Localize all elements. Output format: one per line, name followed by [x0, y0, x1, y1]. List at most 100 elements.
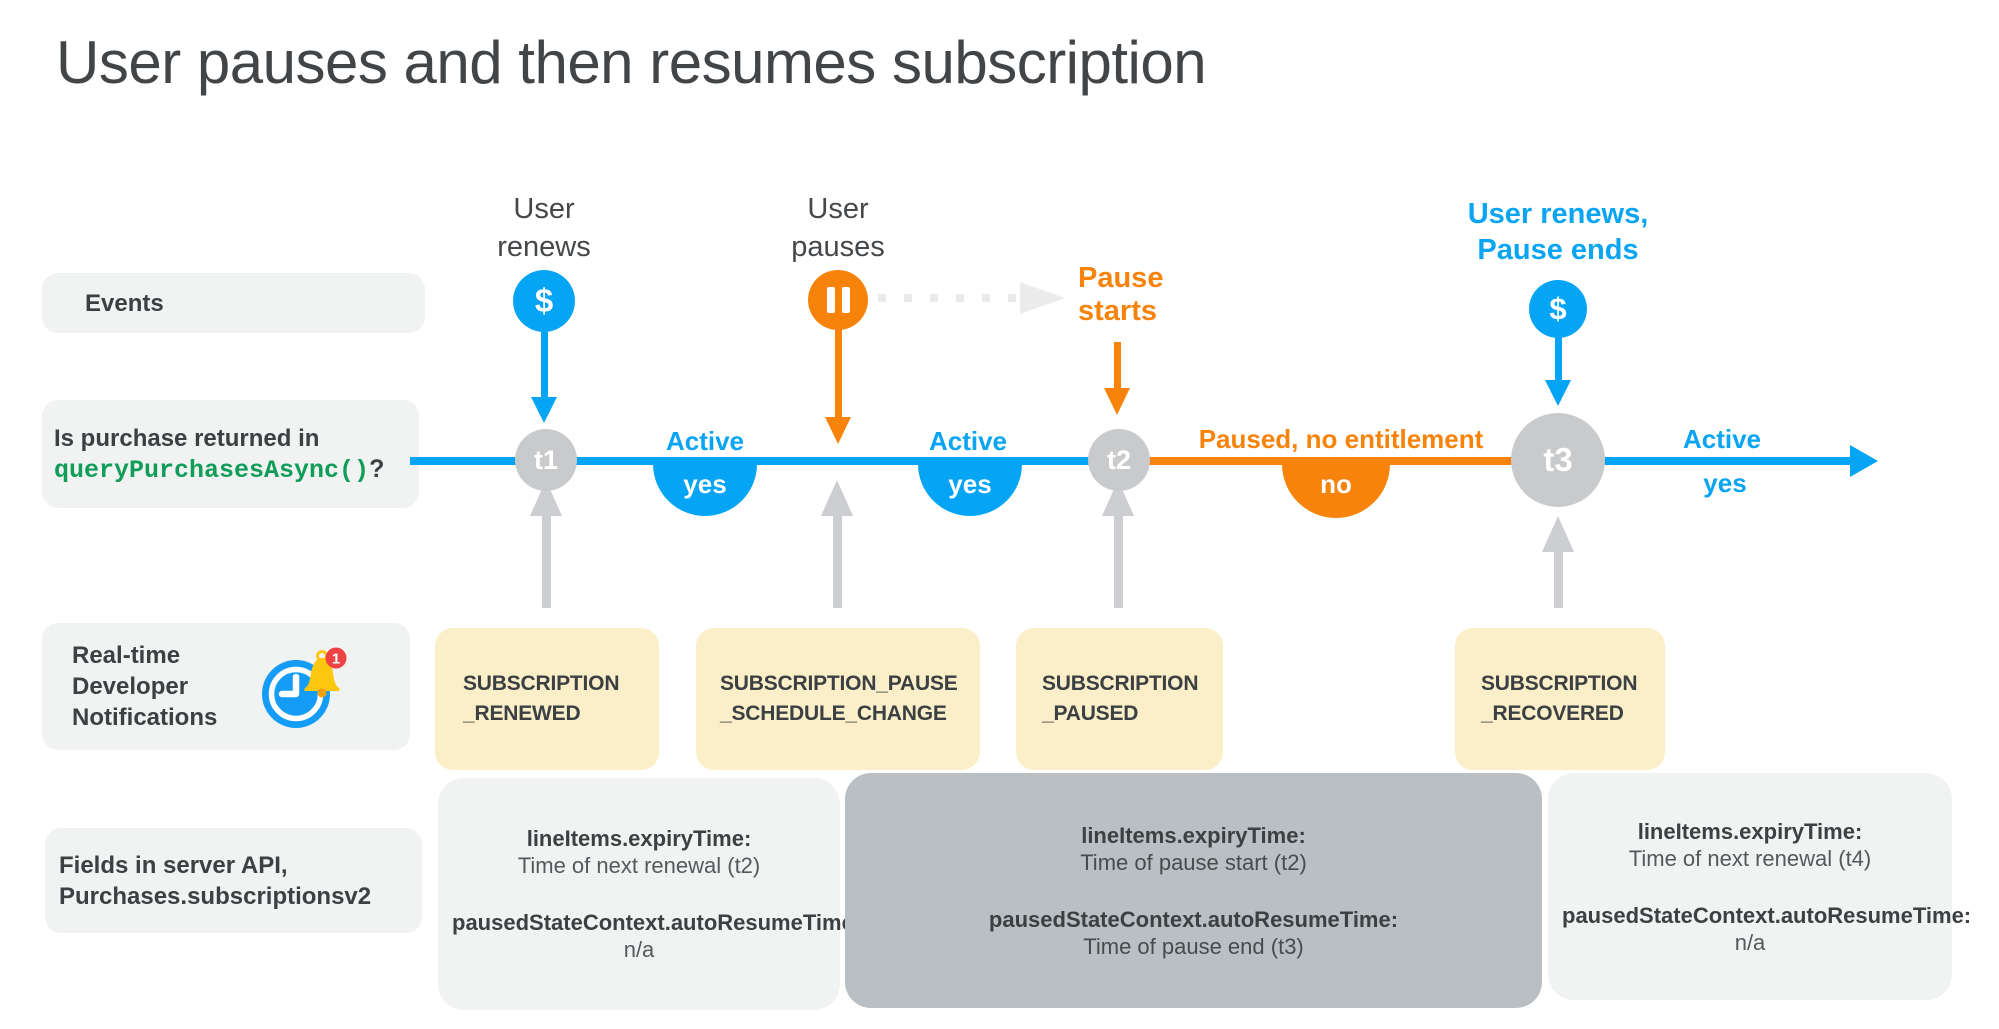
events-label: Events [85, 289, 164, 317]
rtdn-box3-line1: SUBSCRIPTION [1042, 672, 1199, 695]
purchase-question-line1: Is purchase returned in [54, 424, 320, 452]
api-box3-field1: lineItems.expiryTime: [1637, 818, 1863, 844]
rtdn-line1: Real-time [72, 642, 181, 669]
timeline-segment-active-2 [1559, 457, 1852, 465]
rtdn-box-subscription-paused: SUBSCRIPTION _PAUSED [1016, 628, 1223, 770]
timeline-node-t3: t3 [1511, 413, 1605, 507]
timeline-segment-paused [1119, 457, 1559, 465]
rtdn-arrow-3-shaft [1114, 514, 1123, 608]
state-active-2-yes: yes [918, 464, 1022, 516]
api-box2-value1: Time of pause start (t2) [1080, 849, 1307, 875]
api-box2-stanza1: lineItems.expiryTime: Time of pause star… [865, 822, 1522, 876]
page-title: User pauses and then resumes subscriptio… [56, 29, 1207, 96]
api-box2-field1: lineItems.expiryTime: [1081, 822, 1306, 848]
pause-bar-right [841, 287, 850, 313]
pause-arrow-head-icon [825, 417, 851, 444]
pause-starts-line1: Pause [1078, 262, 1164, 294]
rtdn-line3: Notifications [72, 704, 218, 731]
pause-deferral-dotted-line [878, 294, 1016, 302]
state-active-3-yes: yes [1703, 468, 1747, 498]
state-active-2-label: Active [928, 426, 1008, 456]
query-purchases-async-code: queryPurchasesAsync() [54, 455, 370, 485]
timeline-node-t2: t2 [1088, 429, 1150, 491]
rtdn-arrow-4-head-icon [1542, 516, 1574, 552]
user-renews-label: User renews [444, 190, 644, 266]
renew2-line1: User renews, [1467, 198, 1649, 230]
row-label-server-api-fields: Fields in server API, Purchases.subscrip… [45, 828, 422, 933]
rtdn-box-pause-schedule-change: SUBSCRIPTION_PAUSE _SCHEDULE_CHANGE [696, 628, 980, 770]
state-paused-label: Paused, no entitlement [1198, 424, 1484, 454]
rtdn-box-subscription-recovered: SUBSCRIPTION _RECOVERED [1455, 628, 1665, 770]
timeline-segment-active-1 [410, 457, 1119, 465]
fields-line2: Purchases.subscriptionsv2 [59, 882, 372, 910]
rtdn-arrow-4-shaft [1554, 550, 1563, 608]
user-pauses-label: User pauses [738, 190, 938, 266]
api-box1-stanza2: pausedStateContext.autoResumeTime: n/a [452, 909, 862, 963]
t1-label: t1 [533, 444, 558, 475]
user-pauses-line1: User [807, 193, 869, 225]
timeline-arrowhead-icon [1850, 445, 1878, 477]
state-active-3-label: Active [1682, 424, 1762, 454]
api-box1-field1: lineItems.expiryTime: [526, 826, 752, 851]
dollar-event-icon: $ [513, 270, 575, 332]
api-box2-value2: Time of pause end (t3) [1083, 933, 1304, 959]
api-box3-value2: n/a [1734, 929, 1766, 955]
api-box1-value2: n/a [623, 937, 655, 962]
rtdn-arrow-1-shaft [542, 514, 551, 608]
rtdn-box2-line1: SUBSCRIPTION_PAUSE [720, 672, 958, 695]
api-box2-stanza2: pausedStateContext.autoResumeTime: Time … [865, 906, 1522, 960]
api-box1-field2: pausedStateContext.autoResumeTime: [452, 910, 862, 935]
user-renews-pause-ends-label: User renews, Pause ends [1408, 196, 1708, 268]
api-box3-field2: pausedStateContext.autoResumeTime: [1562, 902, 1972, 928]
api-box1-value1: Time of next renewal (t2) [517, 853, 761, 878]
user-pauses-line2: pauses [791, 231, 885, 263]
timeline-node-t1: t1 [515, 429, 577, 491]
api-box3-value1: Time of next renewal (t4) [1628, 845, 1872, 871]
clock-notification-icon: 1 [262, 647, 347, 728]
renew1-arrow-shaft [541, 331, 548, 399]
pause-deferral-arrow-head-icon [1020, 282, 1065, 314]
pause-starts-label: Pause starts [1078, 262, 1163, 328]
state-paused-no: no [1282, 464, 1390, 518]
pause-bar-left [826, 287, 835, 313]
renew1-arrow-head-icon [531, 397, 557, 423]
rtdn-box3-line2: _PAUSED [1042, 702, 1139, 725]
rtdn-box2-line2: _SCHEDULE_CHANGE [720, 702, 947, 725]
row-label-events: Events [42, 273, 425, 333]
pause-starts-arrow-shaft [1114, 342, 1121, 390]
api-box3-stanza1: lineItems.expiryTime: Time of next renew… [1562, 818, 1938, 872]
api-box-during-pause: lineItems.expiryTime: Time of pause star… [845, 773, 1542, 1008]
rtdn-arrow-2-shaft [833, 514, 842, 608]
pause-starts-line2: starts [1078, 295, 1157, 327]
renew2-line2: Pause ends [1477, 234, 1639, 266]
rtdn-arrow-2-head-icon [821, 480, 853, 516]
row-label-purchase-question: Is purchase returned in queryPurchasesAs… [42, 400, 419, 508]
purchase-question-line2: queryPurchasesAsync()? [54, 454, 419, 486]
dollar-event-icon-2: $ [1529, 280, 1587, 338]
api-box2-field2: pausedStateContext.autoResumeTime: [988, 906, 1399, 932]
user-renews-line2: renews [497, 231, 591, 263]
rtdn-box4-line2: _RECOVERED [1481, 702, 1624, 725]
rtdn-box-subscription-renewed: SUBSCRIPTION _RENEWED [435, 628, 659, 770]
t2-label: t2 [1106, 444, 1131, 475]
row-label-rtdn: Real-time Developer Notifications [42, 623, 410, 750]
dollar-glyph: $ [534, 282, 554, 319]
api-box1-stanza1: lineItems.expiryTime: Time of next renew… [452, 825, 826, 879]
rtdn-box4-line1: SUBSCRIPTION [1481, 672, 1638, 695]
dollar-glyph-2: $ [1549, 291, 1567, 326]
state-active-1-yes: yes [653, 464, 757, 516]
question-mark: ? [369, 454, 385, 483]
api-box-before-pause: lineItems.expiryTime: Time of next renew… [438, 778, 862, 1010]
api-box-after-resume: lineItems.expiryTime: Time of next renew… [1548, 773, 1972, 1000]
fields-line1: Fields in server API, [59, 851, 288, 879]
notification-badge-count: 1 [332, 651, 340, 668]
state-active-1-label: Active [665, 426, 745, 456]
renew2-arrow-shaft [1555, 337, 1562, 382]
rtdn-box1-line2: _RENEWED [463, 702, 581, 725]
pause-arrow-shaft [835, 329, 842, 419]
rtdn-box1-line1: SUBSCRIPTION [463, 672, 620, 695]
renew2-arrow-head-icon [1545, 380, 1571, 406]
pause-event-icon [808, 270, 868, 330]
t3-label: t3 [1543, 441, 1573, 478]
